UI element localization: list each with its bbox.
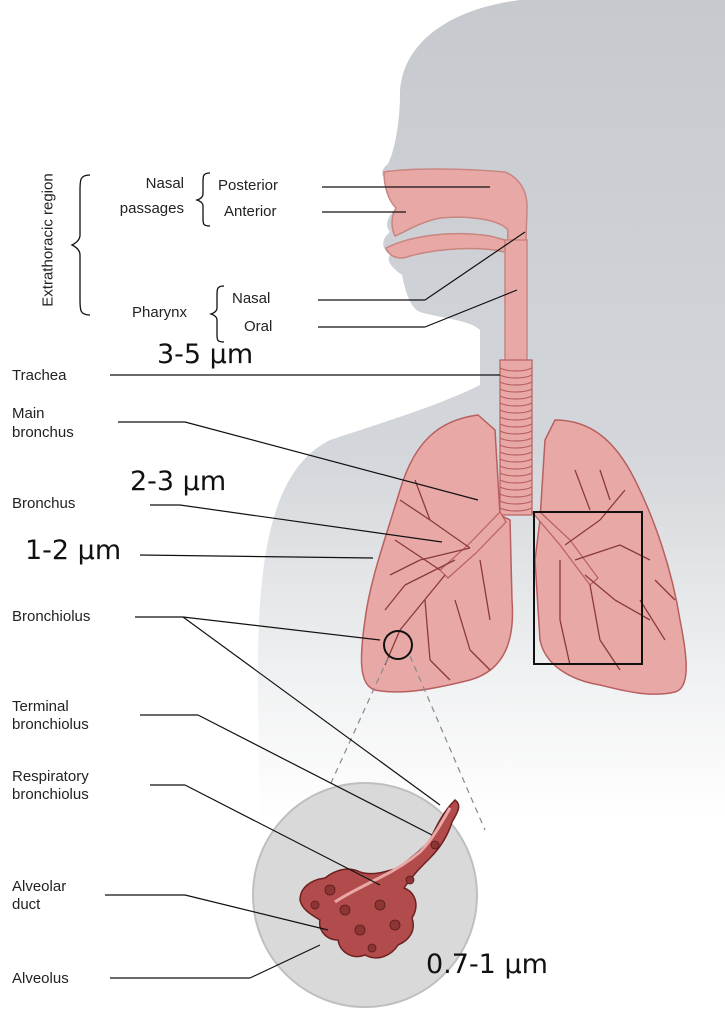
- anterior-label: Anterior: [224, 203, 277, 220]
- bronchus-label: Bronchus: [12, 495, 75, 512]
- pharynx-oral-label: Oral: [244, 318, 272, 335]
- nasal-passages-label-2: passages: [117, 200, 184, 217]
- nasal-brace: [197, 173, 210, 226]
- posterior-label: Posterior: [218, 177, 278, 194]
- bronchiolus-label: Bronchiolus: [12, 608, 90, 625]
- terminal-bronchiolus-label-2: bronchiolus: [12, 716, 89, 733]
- trachea-label: Trachea: [12, 367, 66, 384]
- nasal-passages-label-1: Nasal: [130, 175, 184, 192]
- body-silhouette: [258, 0, 725, 820]
- terminal-bronchiolus-label-1: Terminal: [12, 698, 69, 715]
- extrathoracic-region-label: Extrathoracic region: [40, 155, 57, 325]
- pharynx-nasal-label: Nasal: [232, 290, 270, 307]
- alveolus-label: Alveolus: [12, 970, 69, 987]
- extrathoracic-brace: [72, 175, 90, 315]
- main-bronchus-label-2: bronchus: [12, 424, 74, 441]
- size-bronchus: 2-3 µm: [130, 467, 226, 497]
- size-alveoli: 0.7-1 µm: [426, 950, 548, 980]
- pharynx-tube: [505, 240, 527, 370]
- pharynx-brace: [211, 286, 224, 342]
- alveolar-duct-label-2: duct: [12, 896, 40, 913]
- alveolar-duct-label-1: Alveolar: [12, 878, 66, 895]
- size-trachea: 3-5 µm: [157, 340, 253, 370]
- respiratory-bronchiolus-label-2: bronchiolus: [12, 786, 89, 803]
- respiratory-bronchiolus-label-1: Respiratory: [12, 768, 89, 785]
- size-bronchioles: 1-2 µm: [25, 536, 121, 566]
- pharynx-label: Pharynx: [132, 304, 187, 321]
- main-bronchus-label-1: Main: [12, 405, 45, 422]
